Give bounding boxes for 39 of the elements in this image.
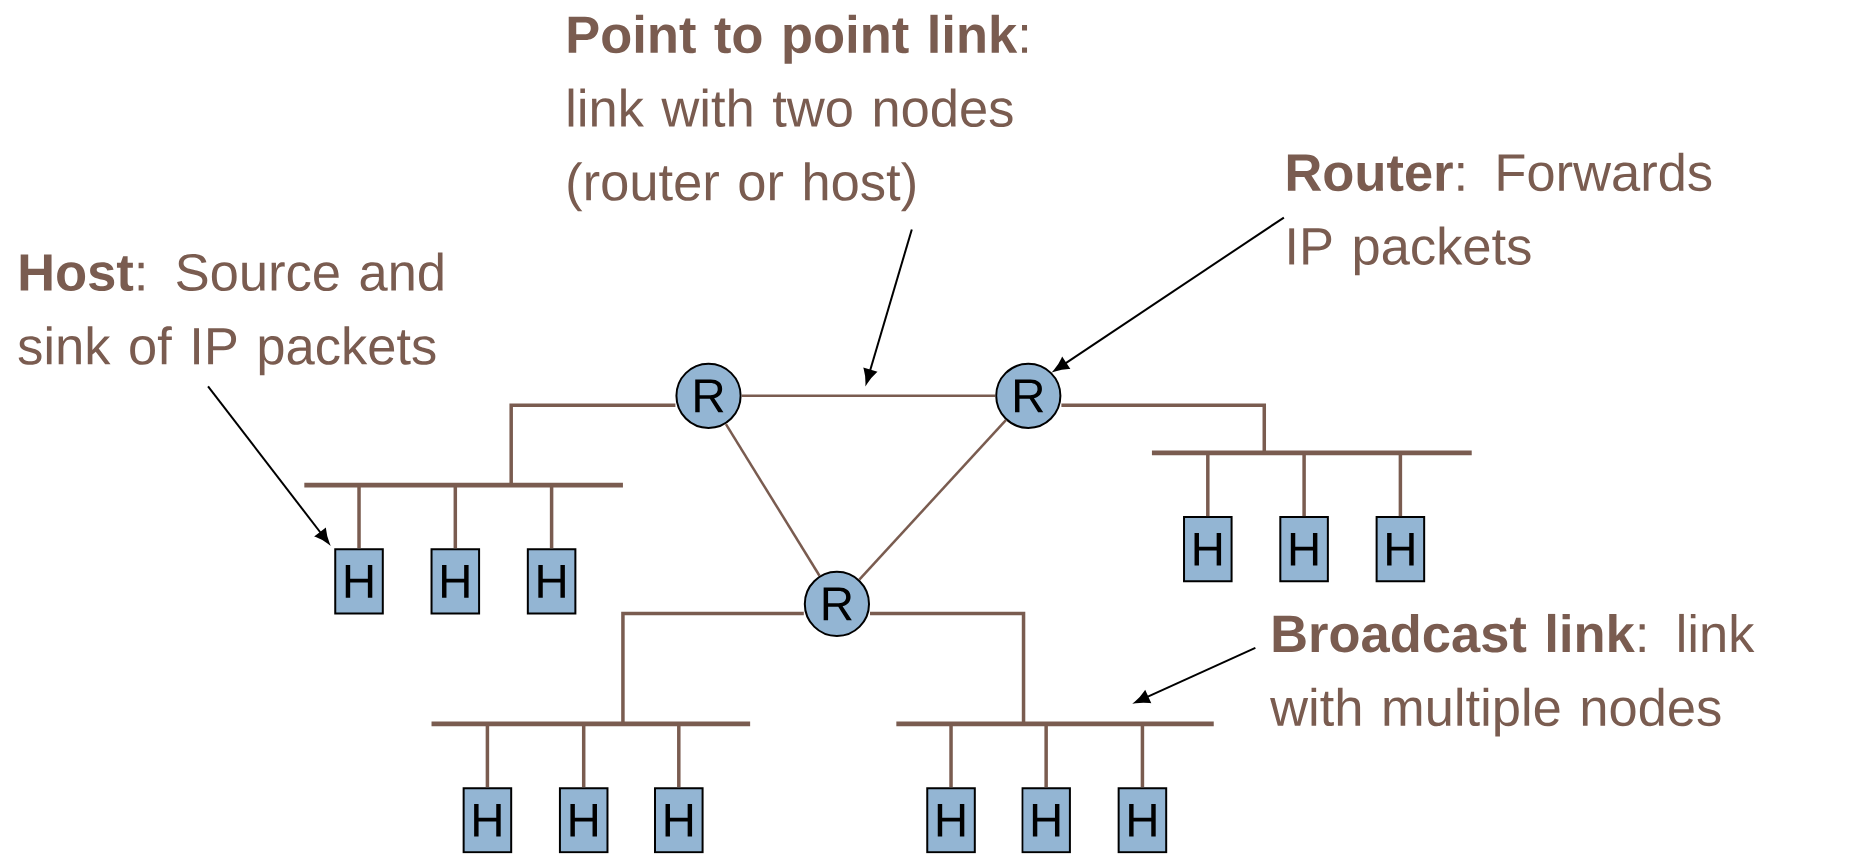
host-box: H bbox=[462, 787, 513, 854]
leader-line bbox=[863, 228, 913, 385]
host-box: H bbox=[1183, 516, 1233, 583]
host-box: H bbox=[334, 548, 384, 615]
drop-line bbox=[949, 724, 953, 788]
link-line bbox=[870, 611, 1026, 725]
annotation-text: Point to point link: link with two nodes (router or host) bbox=[568, 15, 1028, 212]
host-box: H bbox=[1375, 516, 1426, 583]
host-box: H bbox=[1117, 787, 1168, 854]
drop-line bbox=[549, 485, 554, 549]
drop-line bbox=[1398, 453, 1403, 517]
link-line bbox=[1061, 403, 1266, 454]
host-box: H bbox=[1279, 516, 1329, 583]
drop-line bbox=[485, 724, 490, 788]
host-box: H bbox=[558, 787, 609, 854]
host-box: H bbox=[526, 548, 577, 615]
link-line bbox=[724, 423, 821, 577]
host-box: H bbox=[654, 787, 704, 854]
annotation-text: Router: Forwards IP packets bbox=[1287, 152, 1712, 276]
drop-line bbox=[1140, 724, 1145, 788]
link-line bbox=[741, 394, 996, 398]
drop-line bbox=[581, 724, 586, 788]
drop-line bbox=[453, 485, 458, 549]
drop-line bbox=[677, 724, 681, 788]
annotation-text: Broadcast link: link with multiple nodes bbox=[1270, 614, 1755, 737]
leader-line bbox=[207, 385, 330, 545]
drop-line bbox=[357, 485, 361, 549]
drop-line bbox=[1302, 453, 1306, 517]
drop-line bbox=[1206, 453, 1210, 517]
link-line bbox=[509, 403, 676, 486]
host-box: H bbox=[926, 787, 976, 854]
host-box: H bbox=[430, 548, 481, 615]
drop-line bbox=[1044, 724, 1048, 788]
leader-line bbox=[1134, 647, 1257, 704]
link-line bbox=[858, 419, 1007, 581]
host-box: H bbox=[1021, 787, 1071, 854]
leader-line bbox=[1053, 216, 1285, 372]
link-line bbox=[621, 611, 804, 725]
annotation-text: Host: Source and sink of IP packets bbox=[18, 252, 443, 376]
